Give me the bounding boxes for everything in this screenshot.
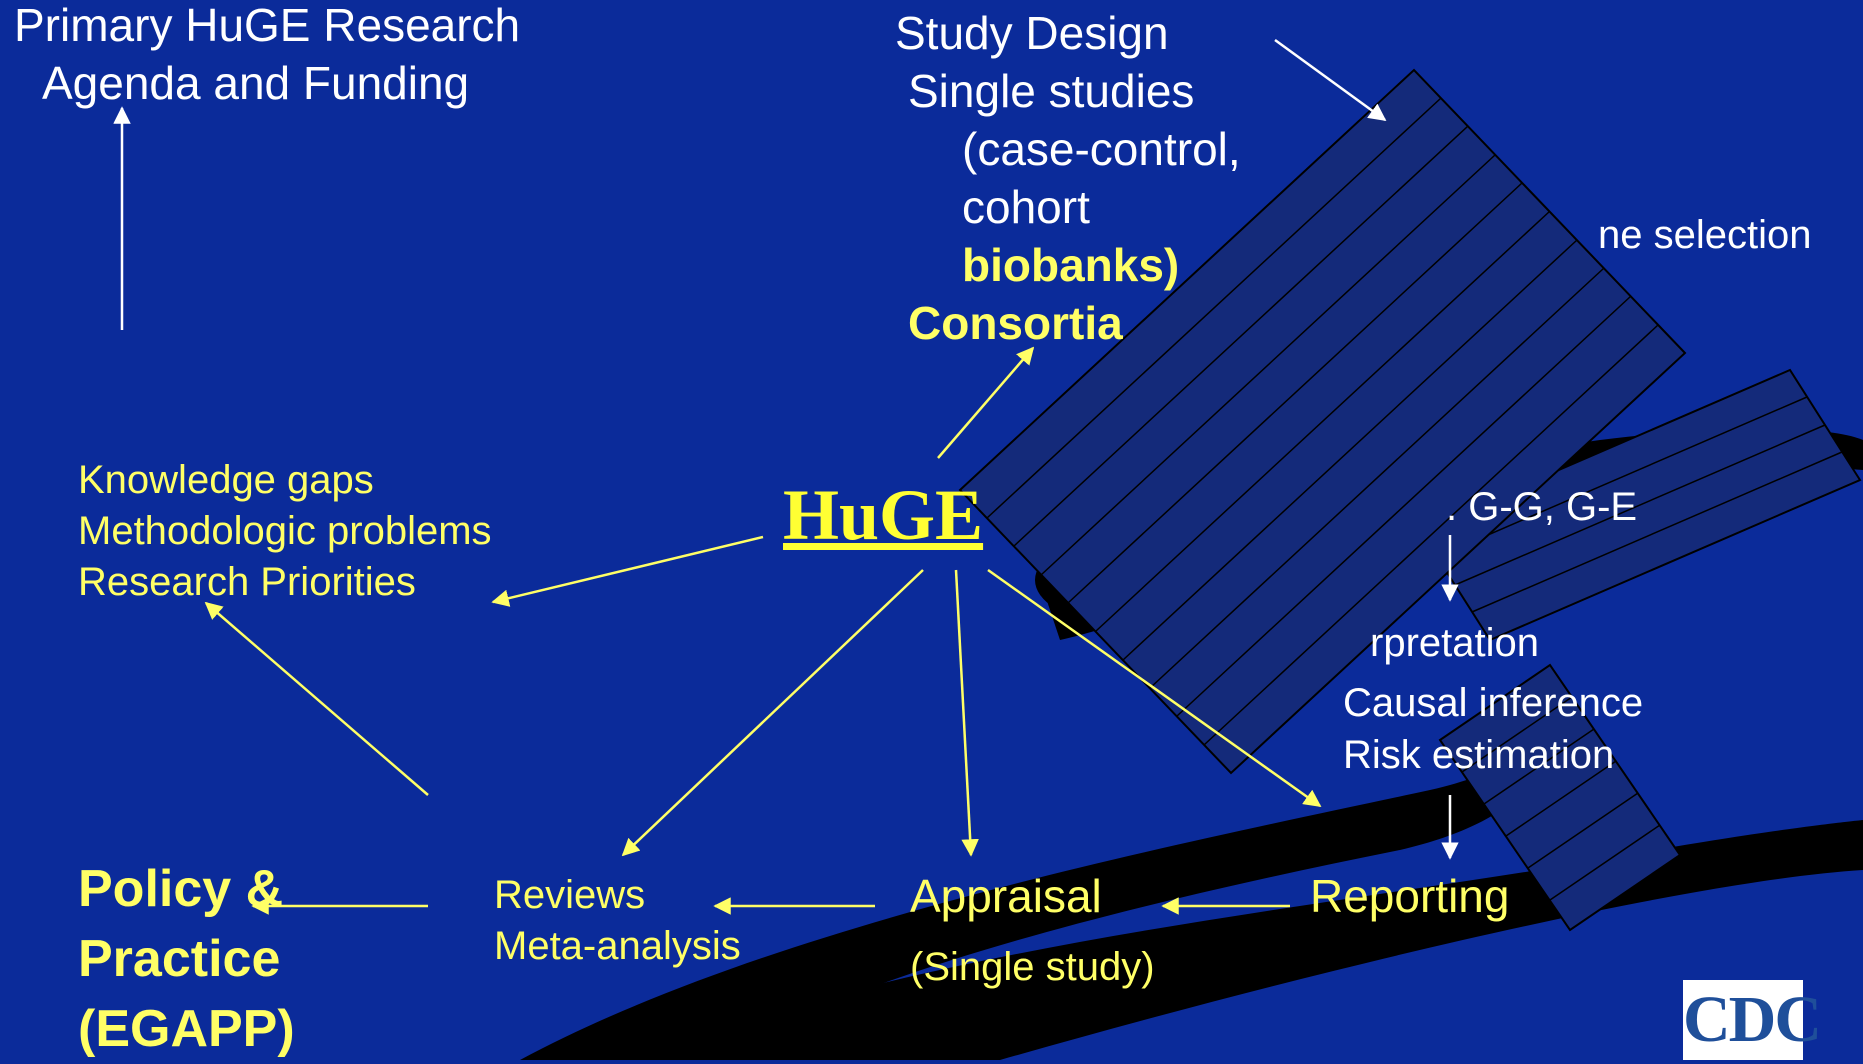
reporting-label: Reporting [1310,870,1510,922]
appraisal-label: Appraisal [910,870,1102,922]
meta-analysis-label: Meta-analysis [494,924,741,968]
interpretation-text: rpretation [1370,621,1539,665]
arrow-huge-knowledge [491,535,764,607]
black-swoosh-mid [520,720,1546,1060]
huge-center-title: HuGE [783,475,984,555]
interactions-text: . G-G, G-E [1446,485,1638,529]
policy-line-1: Policy & [78,860,284,918]
study-design-title: Study Design [895,7,1169,59]
overlay-rect-small [1438,663,1682,932]
arrow-study-design [1274,38,1387,122]
arrow-policy-knowledge [204,601,429,796]
arrow-huge-appraisal [954,569,979,857]
gene-selection-text: ne selection [1598,213,1812,257]
study-design-line-1: Single studies [908,65,1195,117]
funding-line-1: Primary HuGE Research [14,0,521,51]
arrow-huge-consortia [937,346,1035,459]
knowledge-line-1: Knowledge gaps [78,458,374,502]
knowledge-line-3: Research Priorities [78,560,416,604]
overlay-rect-large [958,68,1687,775]
arrow-huge-reporting [987,568,1322,808]
overlay-rect-right [1418,368,1862,642]
policy-line-3: (EGAPP) [78,1000,295,1058]
knowledge-line-2: Methodologic problems [78,509,492,553]
reviews-label: Reviews [494,873,646,917]
causal-inference-text: Causal inference [1343,681,1644,725]
arrow-huge-reviews [621,569,924,857]
funding-line-2: Agenda and Funding [42,57,470,109]
study-design-line-5: Consortia [908,297,1123,349]
appraisal-sub-label: (Single study) [910,945,1155,989]
study-design-line-2: (case-control, [962,123,1241,175]
risk-estimation-text: Risk estimation [1343,733,1615,777]
study-design-line-4: biobanks) [962,239,1180,291]
study-design-line-3: cohort [962,181,1090,233]
cdc-logo: CDC [1683,980,1822,1060]
policy-line-2: Practice [78,930,281,988]
